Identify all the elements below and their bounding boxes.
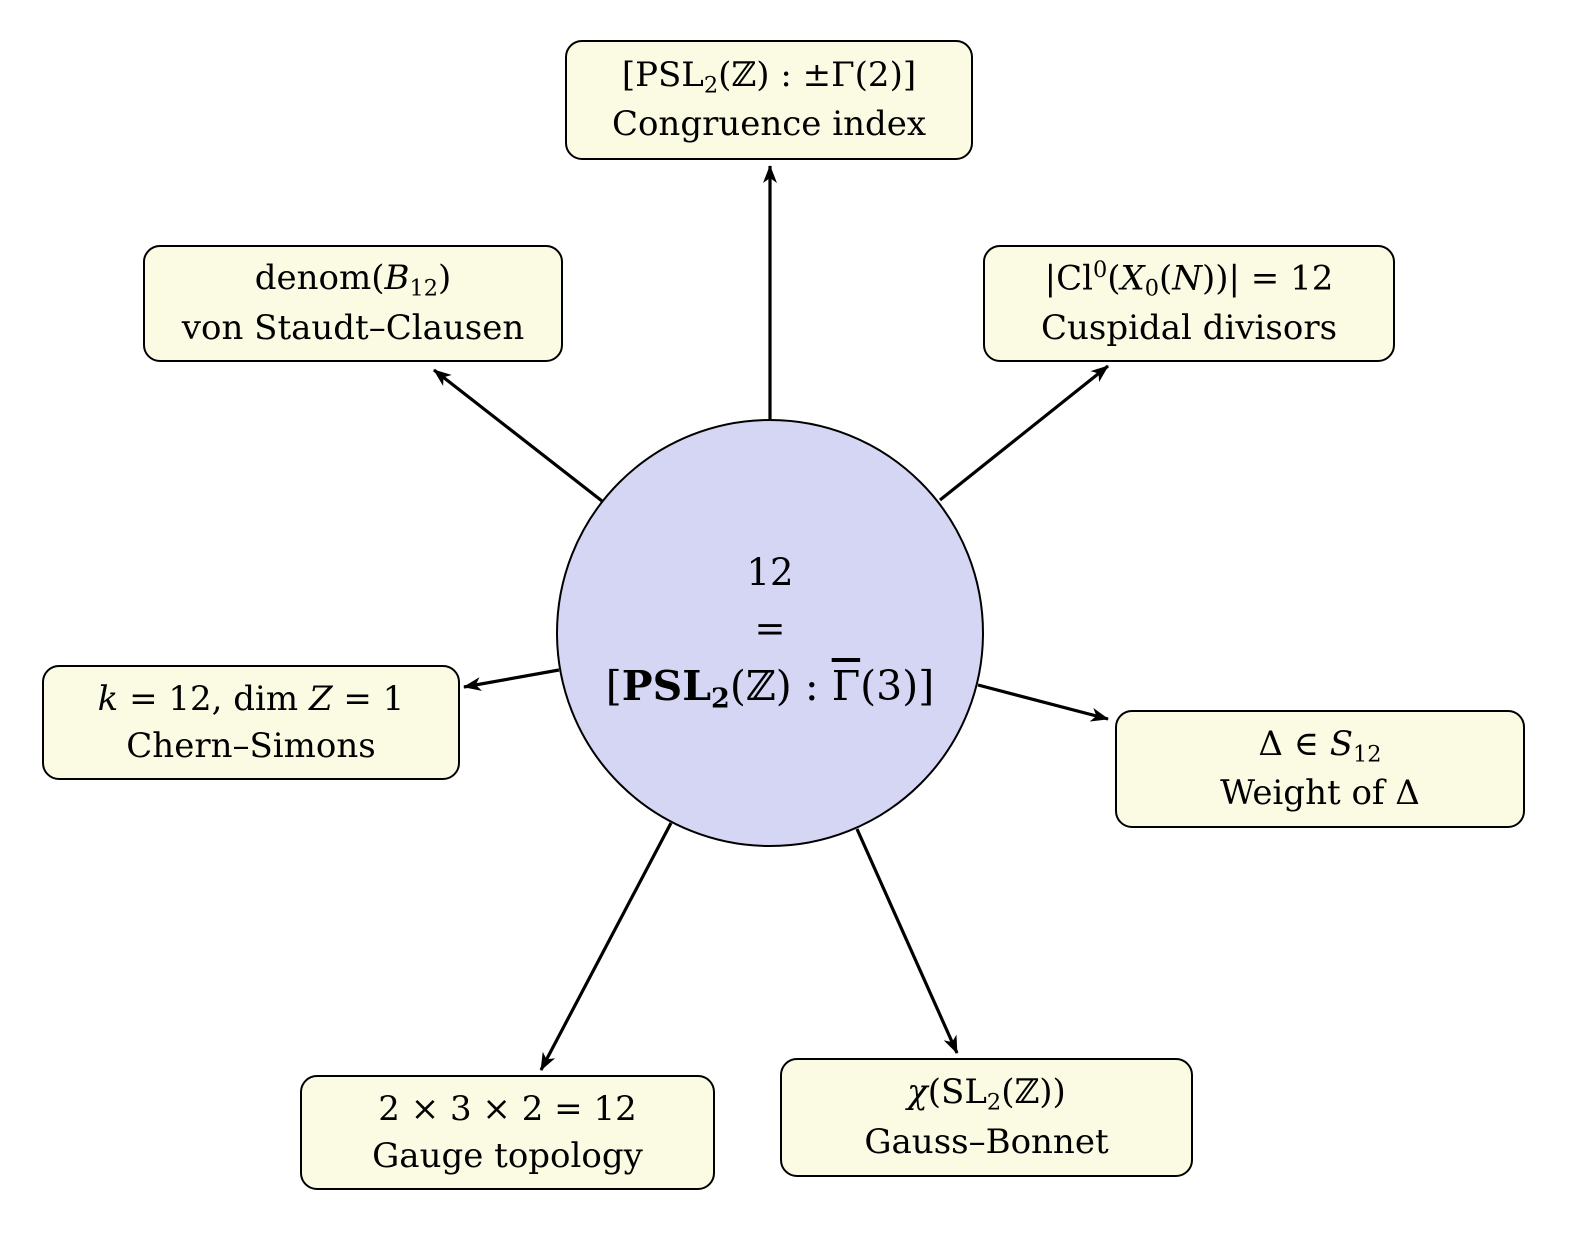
node-congruence-index-label: Congruence index (611, 104, 927, 145)
arrow-to-gauss-bonnet (855, 828, 959, 1054)
center-line-value: 12 (746, 551, 794, 595)
node-cuspidal-divisors: |Cl0(X0(N))| = 12 Cuspidal divisors (983, 245, 1395, 362)
node-gauge-topology: 2 × 3 × 2 = 12 Gauge topology (300, 1075, 715, 1190)
node-chern-simons-math: k = 12, dim Z = 1 (97, 678, 405, 719)
center-node-twelve: 12 = [PSL2(ℤ) : Γ(3)] (556, 419, 984, 847)
node-weight-delta-math: Δ ∈ S12 (1258, 723, 1382, 768)
center-line-equals: = (754, 606, 786, 650)
node-congruence-index-math: [PSL2(ℤ) : ±Γ(2)] (621, 54, 917, 99)
node-chern-simons: k = 12, dim Z = 1 Chern–Simons (42, 665, 460, 780)
node-von-staudt-label: von Staudt–Clausen (181, 307, 525, 348)
node-gauss-bonnet: χ(SL2(ℤ)) Gauss–Bonnet (780, 1058, 1193, 1177)
arrow-to-von-staudt (433, 368, 603, 503)
arrow-to-cuspidal (939, 364, 1109, 502)
node-weight-of-delta: Δ ∈ S12 Weight of Δ (1115, 710, 1525, 828)
arrow-to-chern-simons (463, 668, 560, 691)
arrow-to-gauge-topology (539, 822, 673, 1071)
node-weight-delta-label: Weight of Δ (1220, 773, 1420, 814)
node-gauss-bonnet-math: χ(SL2(ℤ)) (907, 1072, 1066, 1116)
node-gauge-topology-math: 2 × 3 × 2 = 12 (378, 1088, 637, 1129)
node-von-staudt-clausen: denom(B12) von Staudt–Clausen (143, 245, 563, 362)
node-gauss-bonnet-label: Gauss–Bonnet (864, 1121, 1109, 1162)
node-von-staudt-math: denom(B12) (254, 258, 452, 302)
node-chern-simons-label: Chern–Simons (126, 725, 376, 766)
node-cuspidal-label: Cuspidal divisors (1040, 307, 1338, 348)
arrow-to-weight-delta (977, 683, 1109, 722)
node-congruence-index: [PSL2(ℤ) : ±Γ(2)] Congruence index (565, 40, 973, 160)
node-gauge-topology-label: Gauge topology (372, 1135, 643, 1176)
node-cuspidal-math: |Cl0(X0(N))| = 12 (1044, 257, 1334, 302)
center-line-index-formula: [PSL2(ℤ) : Γ(3)] (605, 662, 935, 715)
